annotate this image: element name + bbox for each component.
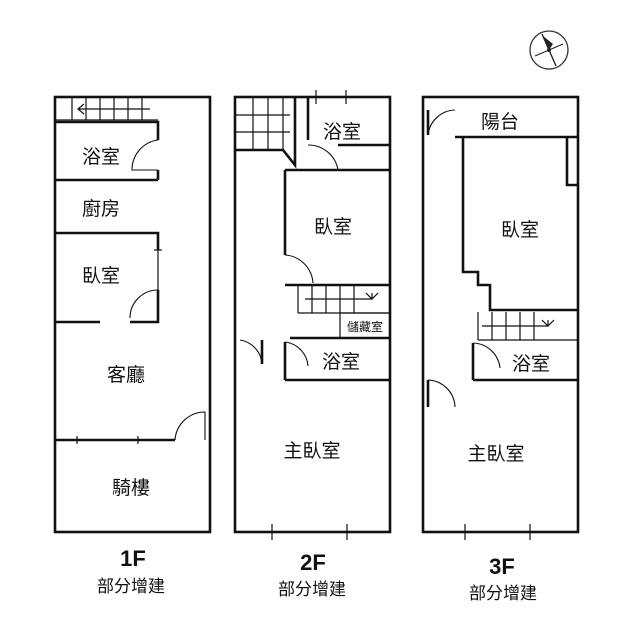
- stair-icon: [235, 97, 297, 169]
- room-label-bath: 浴室: [82, 146, 120, 168]
- room-label-bath: 浴室: [512, 353, 550, 375]
- floor-note-3f: 部分增建: [469, 584, 537, 604]
- stair-icon: [297, 285, 390, 314]
- floor-note-1f: 部分增建: [97, 577, 165, 597]
- room-label-arcade: 騎樓: [112, 477, 150, 499]
- stair-icon: [477, 312, 578, 341]
- room-label-kitchen: 廚房: [82, 197, 120, 220]
- room-label-bedroom: 臥室: [314, 216, 352, 238]
- floor-title-2f: 2F: [300, 550, 326, 575]
- floor-3f-plan: [421, 95, 580, 540]
- floor-note-2f: 部分增建: [278, 580, 346, 600]
- room-label-master: 主臥室: [467, 443, 524, 465]
- room-label-living: 客廳: [107, 364, 145, 386]
- room-label-storage: 儲藏室: [347, 319, 383, 334]
- floor-title-3f: 3F: [489, 554, 515, 579]
- room-label-bath-mid: 浴室: [322, 351, 360, 373]
- room-label-master: 主臥室: [283, 440, 340, 462]
- room-label-bedroom: 臥室: [82, 265, 120, 287]
- room-label-bath-top: 浴室: [323, 121, 361, 143]
- stair-icon: [55, 97, 158, 121]
- room-label-balcony: 陽台: [481, 111, 519, 133]
- floor-1f-plan: [53, 95, 212, 534]
- room-label-bedroom: 臥室: [501, 219, 539, 241]
- floor-title-1f: 1F: [120, 546, 146, 571]
- compass-icon: [529, 30, 569, 70]
- floor-2f-plan: [233, 90, 392, 540]
